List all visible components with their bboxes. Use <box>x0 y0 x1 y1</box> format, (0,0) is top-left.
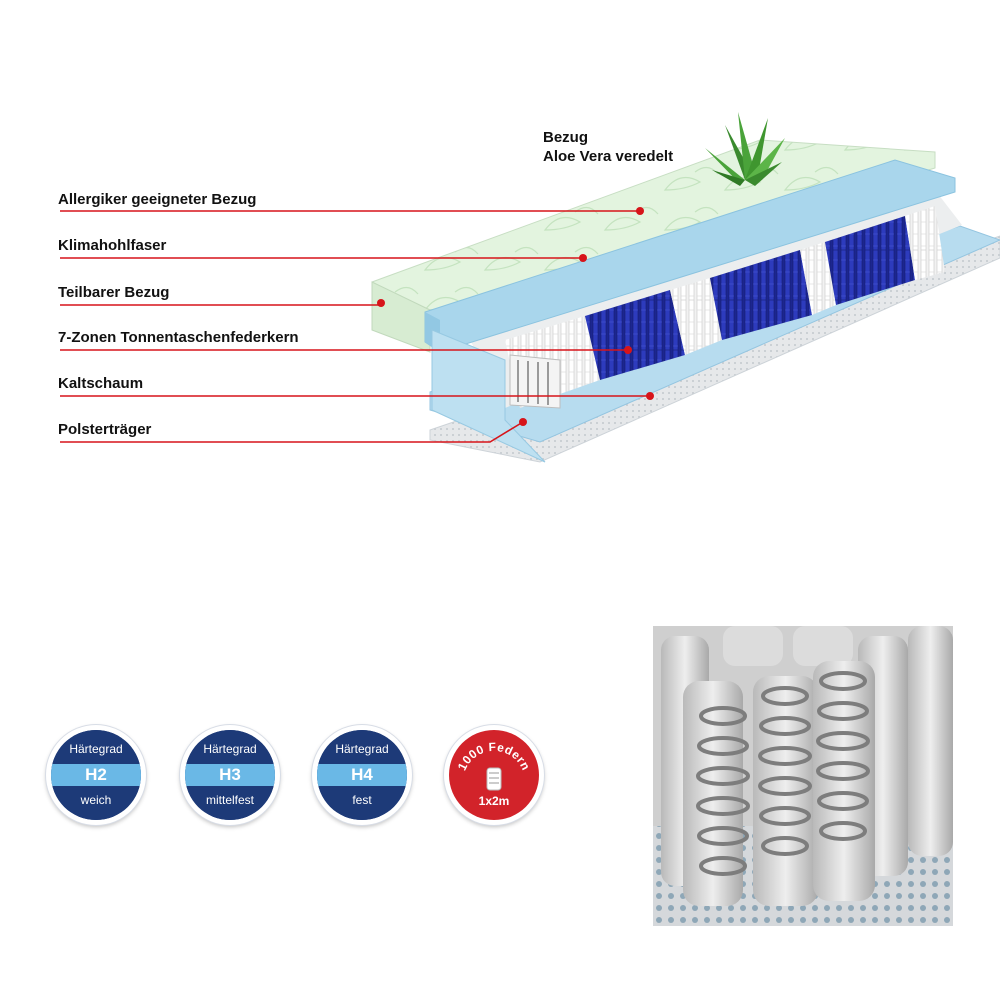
aloe-label-line1: Bezug <box>543 129 588 146</box>
mattress-cross-section <box>60 112 1000 463</box>
callout-label-cold-foam: Kaltschaum <box>58 375 144 392</box>
spring-zones <box>505 206 945 408</box>
badge-description: mittelfest <box>185 786 275 820</box>
springs-arc-text: 1000 Federn <box>455 740 533 791</box>
badge-grade: H3 <box>185 764 275 786</box>
cover-front <box>371 281 431 353</box>
hardness-badge-h4: Härtegrad H4 fest <box>312 725 412 825</box>
aloe-vera-plant-icon <box>705 112 785 186</box>
badge-heading: Härtegrad <box>51 730 141 764</box>
badge-description: fest <box>317 786 407 820</box>
aloe-vera-callout: Bezug Aloe Vera veredelt <box>543 128 673 166</box>
badge-heading: Härtegrad <box>317 730 407 764</box>
callout-label-split-cover: Teilbarer Bezug <box>58 284 170 301</box>
aloe-label-line2: Aloe Vera veredelt <box>543 148 674 165</box>
hardness-badge-h3: Härtegrad H3 mittelfest <box>180 725 280 825</box>
callout-label-fiber: Klimahohlfaser <box>58 237 167 254</box>
hardness-badge-h2: Härtegrad H2 weich <box>46 725 146 825</box>
pocket-spring-detail-photo <box>653 626 953 926</box>
badge-heading: Härtegrad <box>185 730 275 764</box>
callout-label-spring-core: 7-Zonen Tonnentaschenfederkern <box>58 329 299 346</box>
badge-grade: H4 <box>317 764 407 786</box>
callout-label-padding-carrier: Polsterträger <box>58 421 152 438</box>
badge-description: weich <box>51 786 141 820</box>
badge-grade: H2 <box>51 764 141 786</box>
callout-label-cover: Allergiker geeigneter Bezug <box>58 191 257 208</box>
springs-count-badge: 1000 Federn 1x2m <box>444 725 544 825</box>
springs-size: 1x2m <box>478 794 510 808</box>
pocket-spring-icon <box>486 767 502 791</box>
callout-lines <box>60 210 650 443</box>
callout-dots <box>377 207 654 426</box>
